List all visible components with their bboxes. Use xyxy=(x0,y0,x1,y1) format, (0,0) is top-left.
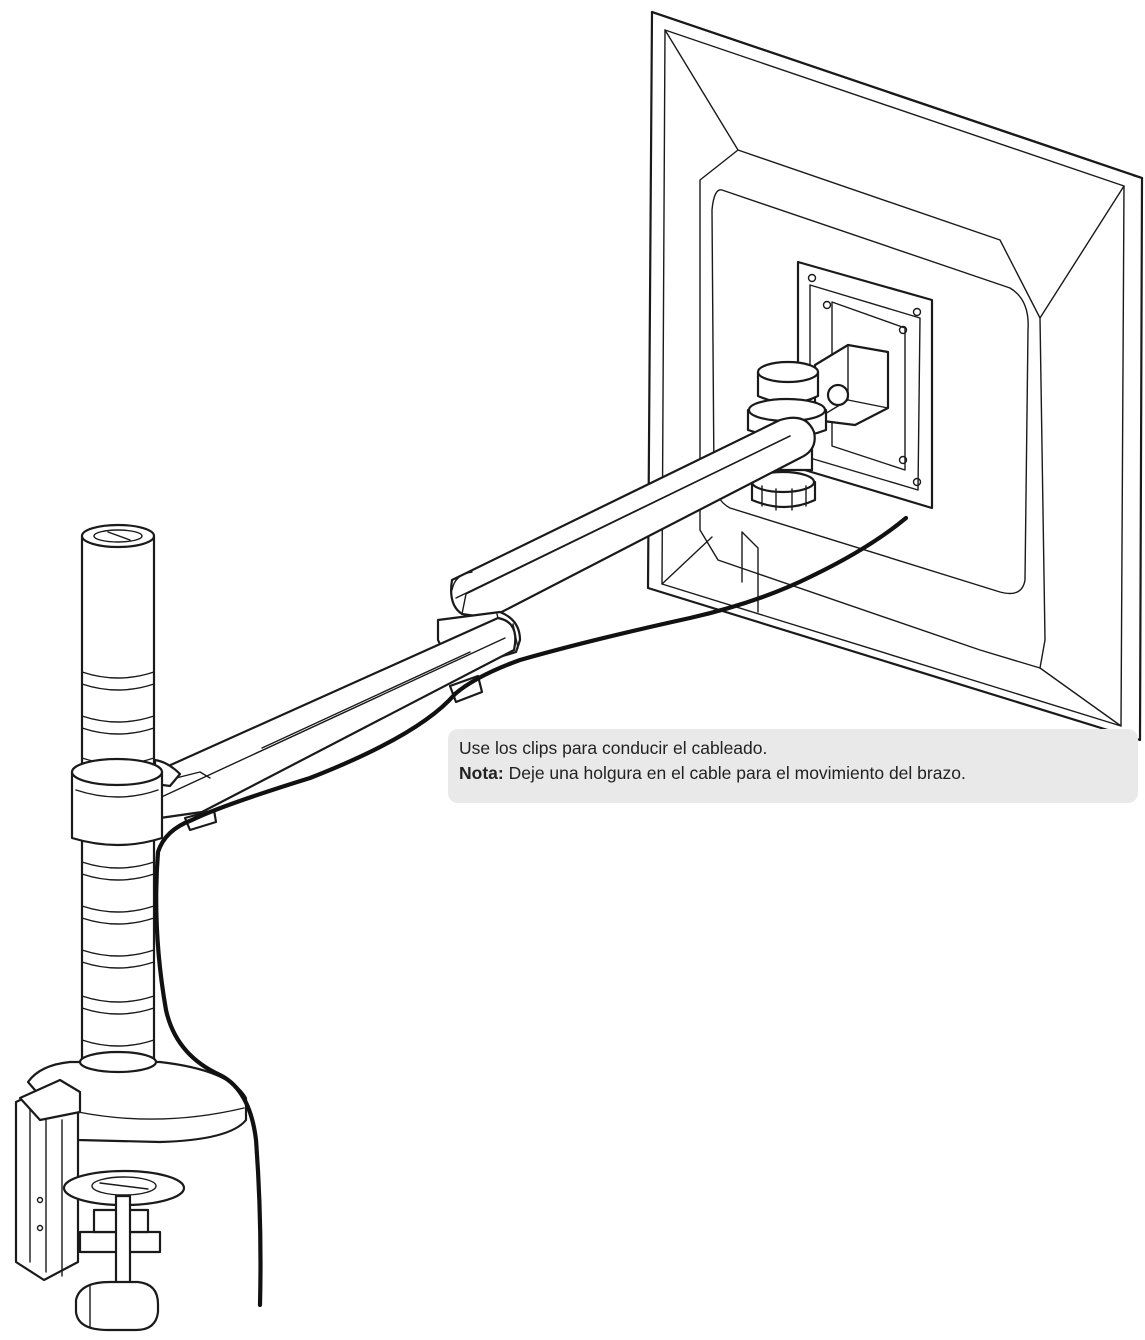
desk-clamp-base xyxy=(14,1050,248,1332)
note-label: Nota: xyxy=(459,763,504,783)
note-line-1: Use los clips para conducir el cableado. xyxy=(459,738,768,758)
pole-collar xyxy=(70,757,164,847)
note-line-2: Nota: Deje una holgura en el cable para … xyxy=(459,761,1138,786)
routed-cable xyxy=(154,515,909,1308)
upper-arm-segment xyxy=(153,616,517,832)
tilt-head xyxy=(746,343,890,511)
forearm-segment xyxy=(450,416,816,620)
cable-routing-note: Use los clips para conducir el cableado.… xyxy=(448,729,1138,803)
note-text: Deje una holgura en el cable para el mov… xyxy=(503,763,966,783)
